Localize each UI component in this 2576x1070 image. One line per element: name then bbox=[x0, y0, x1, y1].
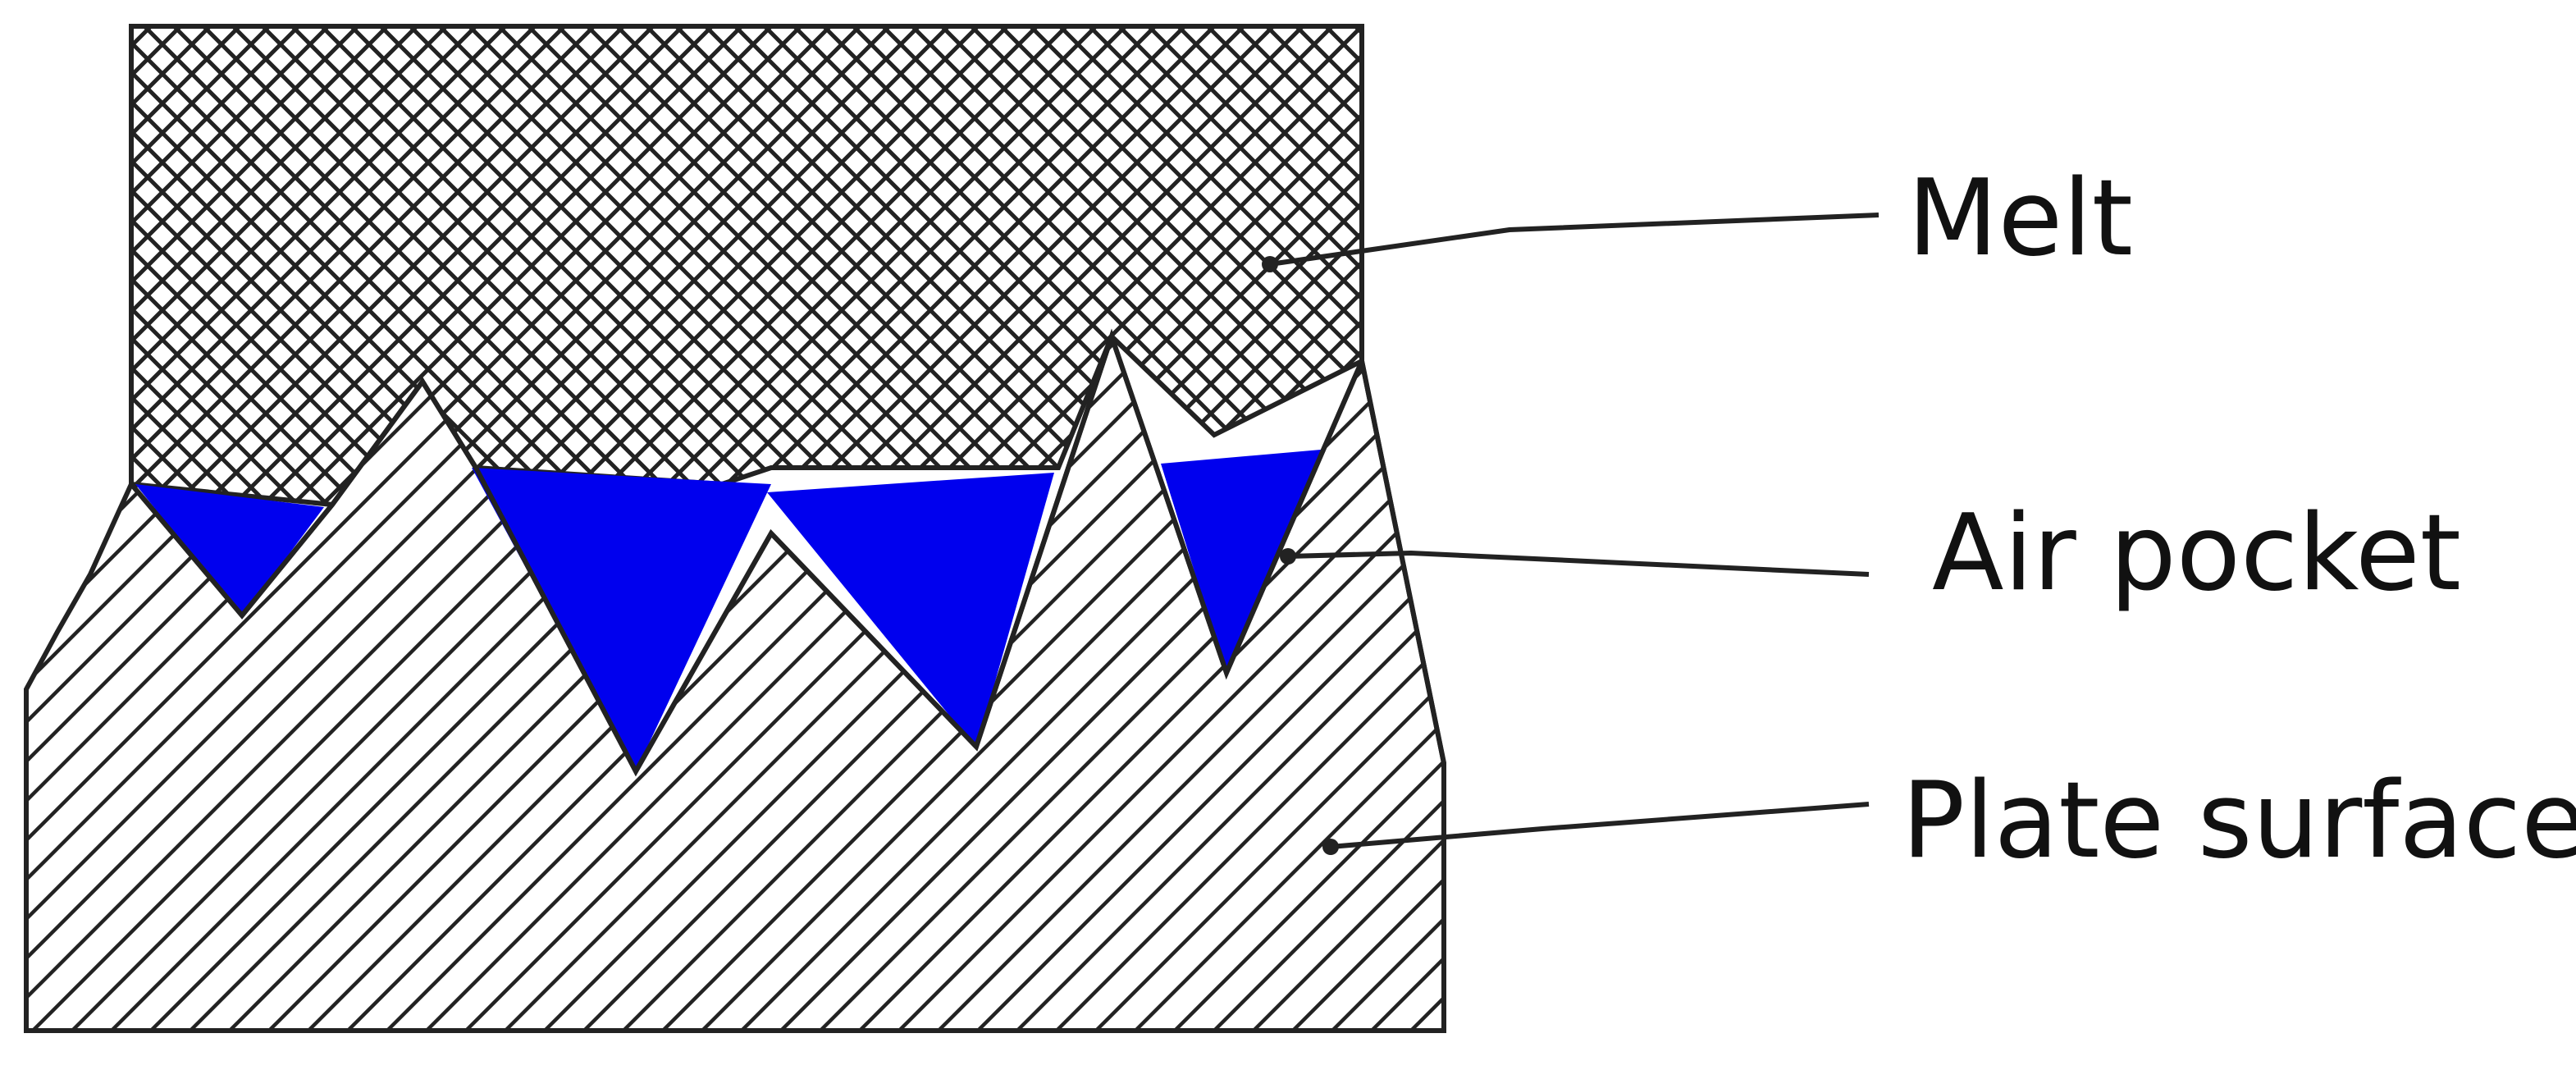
plate-surface-leader-line bbox=[1330, 802, 1870, 849]
air-pocket-1 bbox=[135, 484, 324, 617]
melt-leader bbox=[1262, 213, 1879, 272]
air-pocket-2 bbox=[472, 468, 771, 771]
plate-surface-leader bbox=[1322, 802, 1870, 855]
air-pocket-4 bbox=[1161, 450, 1321, 674]
air-pocket-label: Air pocket bbox=[1932, 492, 2461, 615]
interface-outline bbox=[129, 328, 1446, 777]
air-pocket-3 bbox=[767, 473, 1054, 748]
melt-leader-line bbox=[1269, 213, 1879, 267]
air-pocket-leader bbox=[1280, 548, 1870, 577]
air-pocket-leader-line bbox=[1287, 550, 1870, 577]
melt-region bbox=[129, 24, 1364, 508]
air-pockets bbox=[135, 450, 1321, 771]
melt-label: Melt bbox=[1907, 158, 2133, 280]
plate-surface-label: Plate surface bbox=[1902, 760, 2576, 882]
